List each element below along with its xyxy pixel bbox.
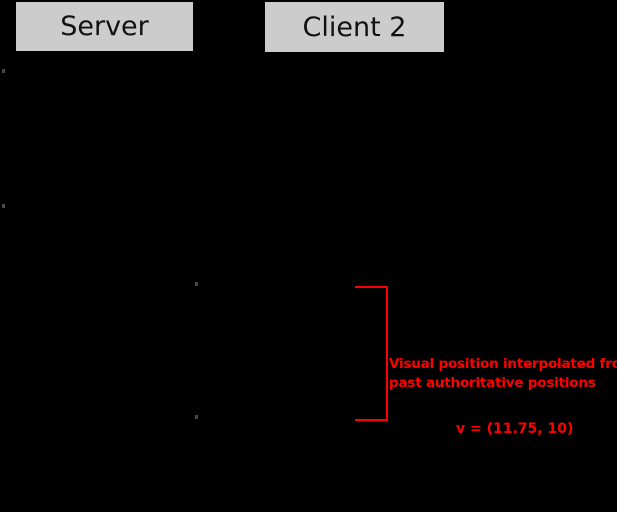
interpolation-annotation: Visual position interpolated from past a… <box>389 355 617 393</box>
timeline-artifact-dot <box>195 282 198 286</box>
client2-label: Client 2 <box>302 11 407 43</box>
velocity-annotation: v = (11.75, 10) <box>456 421 574 437</box>
timeline-artifact-dot <box>195 415 198 419</box>
timeline-artifact-dot <box>2 204 5 208</box>
server-column-header: Server <box>16 2 193 51</box>
server-label: Server <box>60 11 149 42</box>
interpolation-range-bracket <box>355 286 388 421</box>
interpolation-annotation-line1: Visual position interpolated from <box>389 356 617 372</box>
interpolation-annotation-line2: past authoritative positions <box>389 375 596 391</box>
client2-column-header: Client 2 <box>265 2 444 52</box>
timeline-artifact-dot <box>2 69 5 73</box>
